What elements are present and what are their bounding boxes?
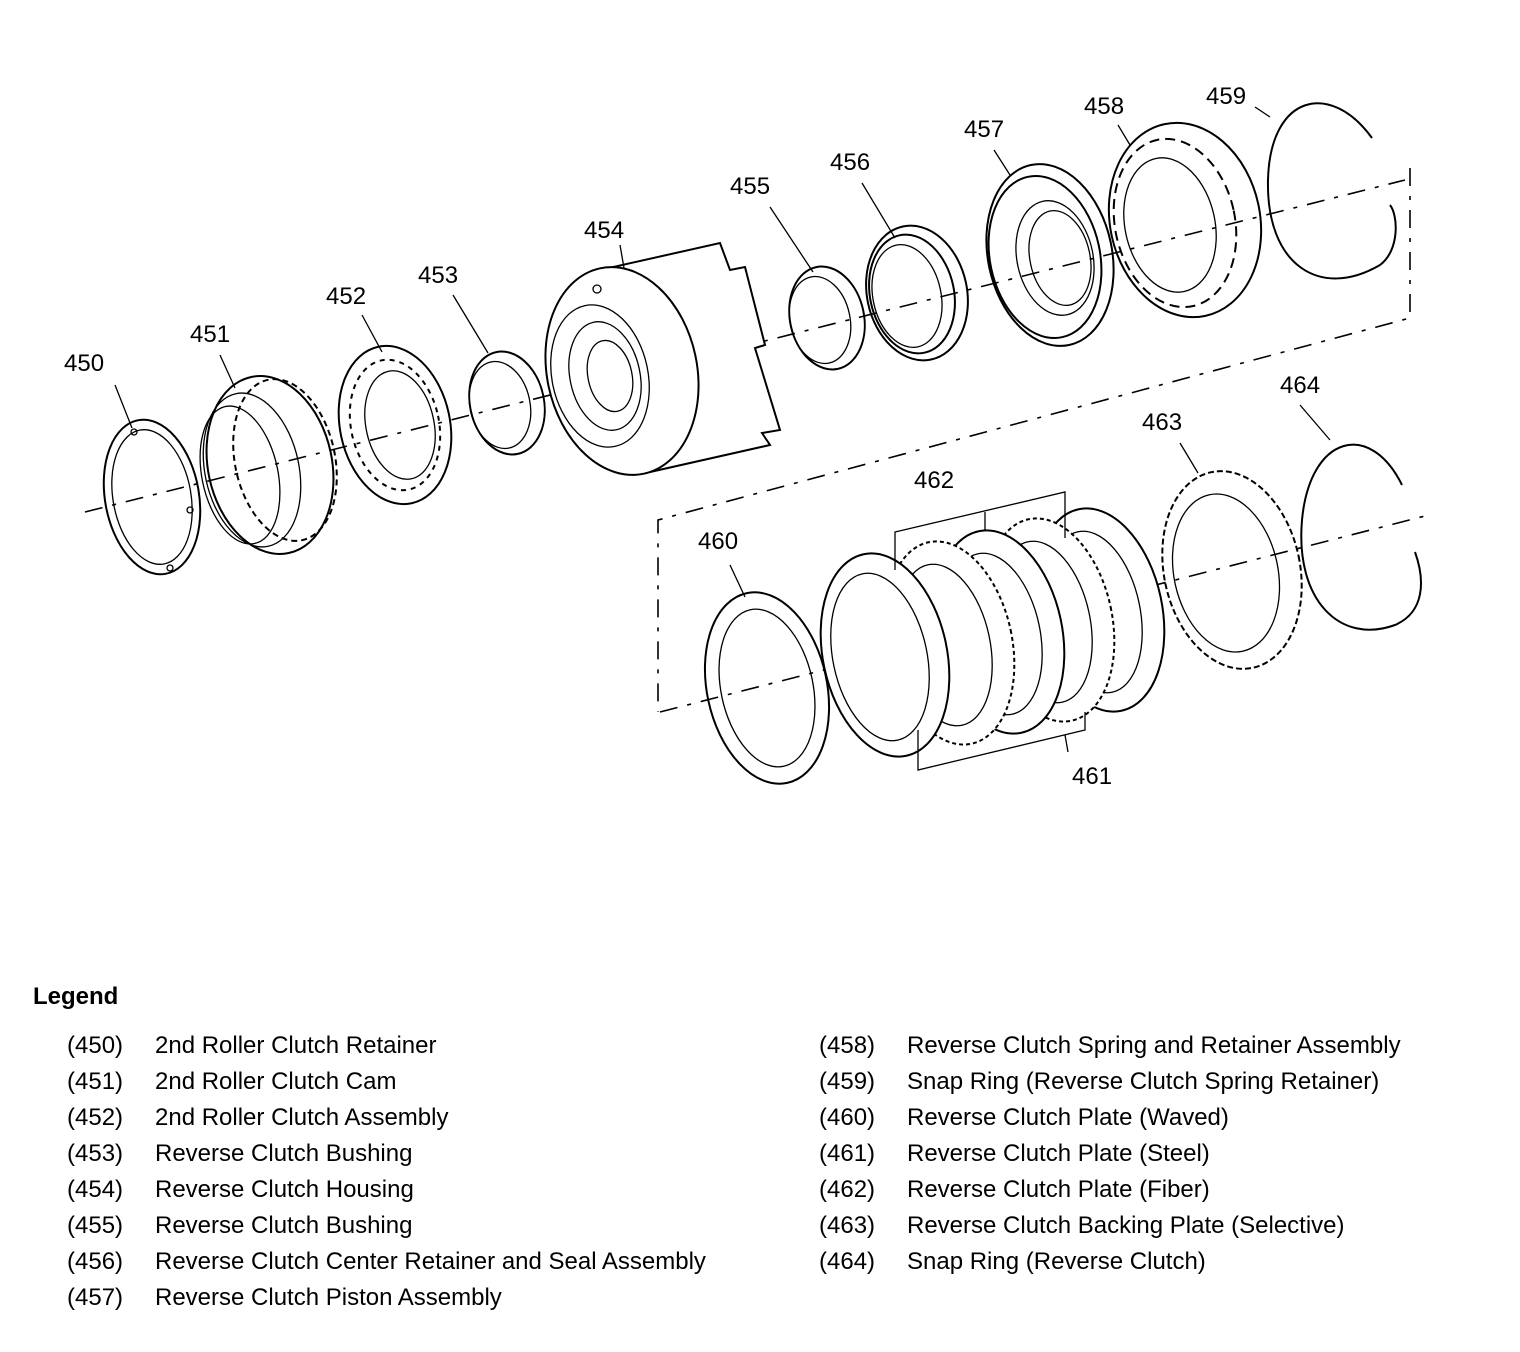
legend-item: (454) Reverse Clutch Housing: [67, 1175, 767, 1205]
part-464-snap-ring: [1300, 443, 1422, 631]
legend-item-description: Snap Ring (Reverse Clutch): [907, 1248, 1206, 1275]
legend-item-number: (453): [67, 1140, 124, 1167]
legend-item-number: (458): [819, 1032, 876, 1059]
legend-item: (452) 2nd Roller Clutch Assembly: [67, 1103, 767, 1133]
part-451-cam: [199, 375, 338, 555]
part-452-roller-clutch: [337, 344, 453, 506]
legend-item-number: (451): [67, 1068, 124, 1095]
legend-item-description: 2nd Roller Clutch Retainer: [155, 1032, 437, 1059]
legend-item-number: (462): [819, 1176, 876, 1203]
callout-453: 453: [418, 262, 458, 289]
legend: Legend (450)2nd Roller Clutch Retainer(4…: [0, 975, 1520, 1352]
bracket-462: [894, 491, 1066, 570]
bracket-461: [917, 712, 1086, 771]
part-457-piston: [985, 163, 1115, 347]
legend-item-description: Reverse Clutch Plate (Fiber): [907, 1176, 1210, 1203]
legend-item-number: (455): [67, 1212, 124, 1239]
part-454-housing: [544, 241, 782, 476]
legend-item-description: Reverse Clutch Backing Plate (Selective): [907, 1212, 1345, 1239]
legend-item: (455) Reverse Clutch Bushing: [67, 1211, 767, 1241]
legend-item-number: (459): [819, 1068, 876, 1095]
bracket-461-stem: [1064, 734, 1069, 753]
callout-456: 456: [830, 149, 870, 176]
legend-item-description: Reverse Clutch Plate (Waved): [907, 1104, 1229, 1131]
callout-457: 457: [964, 116, 1004, 143]
legend-item-description: Snap Ring (Reverse Clutch Spring Retaine…: [907, 1068, 1380, 1095]
legend-item-number: (463): [819, 1212, 876, 1239]
legend-item-description: Reverse Clutch Spring and Retainer Assem…: [907, 1032, 1401, 1059]
legend-item-description: Reverse Clutch Bushing: [155, 1212, 413, 1239]
legend-item-description: Reverse Clutch Housing: [155, 1176, 414, 1203]
legend-item: (451) 2nd Roller Clutch Cam: [67, 1067, 767, 1097]
callout-458: 458: [1084, 93, 1124, 120]
legend-item: (460) Reverse Clutch Plate (Waved): [819, 1103, 1499, 1133]
part-459-snap-ring: [1266, 102, 1397, 280]
callout-459: 459: [1206, 83, 1246, 110]
part-453-bushing: [468, 350, 546, 456]
callout-464: 464: [1280, 372, 1320, 399]
part-450-retainer: [102, 418, 202, 576]
row-connector-bracket: [657, 168, 1411, 712]
callout-452: 452: [326, 283, 366, 310]
callout-461: 461: [1072, 763, 1112, 790]
legend-column-left: (450) 2nd Roller Clutch Retainer (451) 2nd …: [67, 1031, 767, 1319]
callout-454: 454: [584, 217, 624, 244]
legend-item-number: (454): [67, 1176, 124, 1203]
legend-item-number: (450): [67, 1032, 124, 1059]
legend-column-right: (458) Reverse Clutch Spring and Retainer …: [819, 1031, 1499, 1283]
callout-450: 450: [64, 350, 104, 377]
legend-item-number: (464): [819, 1248, 876, 1275]
legend-item-description: Reverse Clutch Plate (Steel): [907, 1140, 1210, 1167]
callout-451: 451: [190, 321, 230, 348]
legend-item: (458) Reverse Clutch Spring and Retainer …: [819, 1031, 1499, 1061]
part-461-462-clutch-pack: [819, 507, 1166, 758]
legend-item-description: 2nd Roller Clutch Cam: [155, 1068, 397, 1095]
legend-item-number: (457): [67, 1284, 124, 1311]
legend-item: (453) Reverse Clutch Bushing: [67, 1139, 767, 1169]
part-458-spring-retainer: [1107, 121, 1263, 319]
part-463-backing-plate: [1161, 470, 1303, 670]
legend-item: (461) Reverse Clutch Plate (Steel): [819, 1139, 1499, 1169]
legend-item-description: Reverse Clutch Bushing: [155, 1140, 413, 1167]
legend-item: (463) Reverse Clutch Backing Plate (Selec…: [819, 1211, 1499, 1241]
legend-item-number: (456): [67, 1248, 124, 1275]
legend-item: (457) Reverse Clutch Piston Assembly: [67, 1283, 767, 1313]
part-455-bushing: [788, 265, 866, 371]
legend-item-number: (461): [819, 1140, 876, 1167]
legend-item-number: (460): [819, 1104, 876, 1131]
legend-item-description: Reverse Clutch Piston Assembly: [155, 1284, 502, 1311]
callout-463: 463: [1142, 409, 1182, 436]
legend-title: Legend: [33, 983, 119, 1010]
legend-item-description: 2nd Roller Clutch Assembly: [155, 1104, 449, 1131]
exploded-parts-diagram: 450 451 452 453 454 455 456 457 458 459 …: [64, 83, 1426, 790]
legend-item: (459) Snap Ring (Reverse Clutch Spring Re…: [819, 1067, 1499, 1097]
legend-item: (464) Snap Ring (Reverse Clutch): [819, 1247, 1499, 1277]
legend-item: (462) Reverse Clutch Plate (Fiber): [819, 1175, 1499, 1205]
legend-item-number: (452): [67, 1104, 124, 1131]
legend-item: (456) Reverse Clutch Center Retainer and …: [67, 1247, 767, 1277]
part-456-center-retainer: [865, 224, 969, 362]
callout-462: 462: [914, 467, 954, 494]
callout-455: 455: [730, 173, 770, 200]
legend-item-description: Reverse Clutch Center Retainer and Seal …: [155, 1248, 706, 1275]
callout-460: 460: [698, 528, 738, 555]
legend-item: (450) 2nd Roller Clutch Retainer: [67, 1031, 767, 1061]
leader-lines: [114, 106, 1331, 598]
